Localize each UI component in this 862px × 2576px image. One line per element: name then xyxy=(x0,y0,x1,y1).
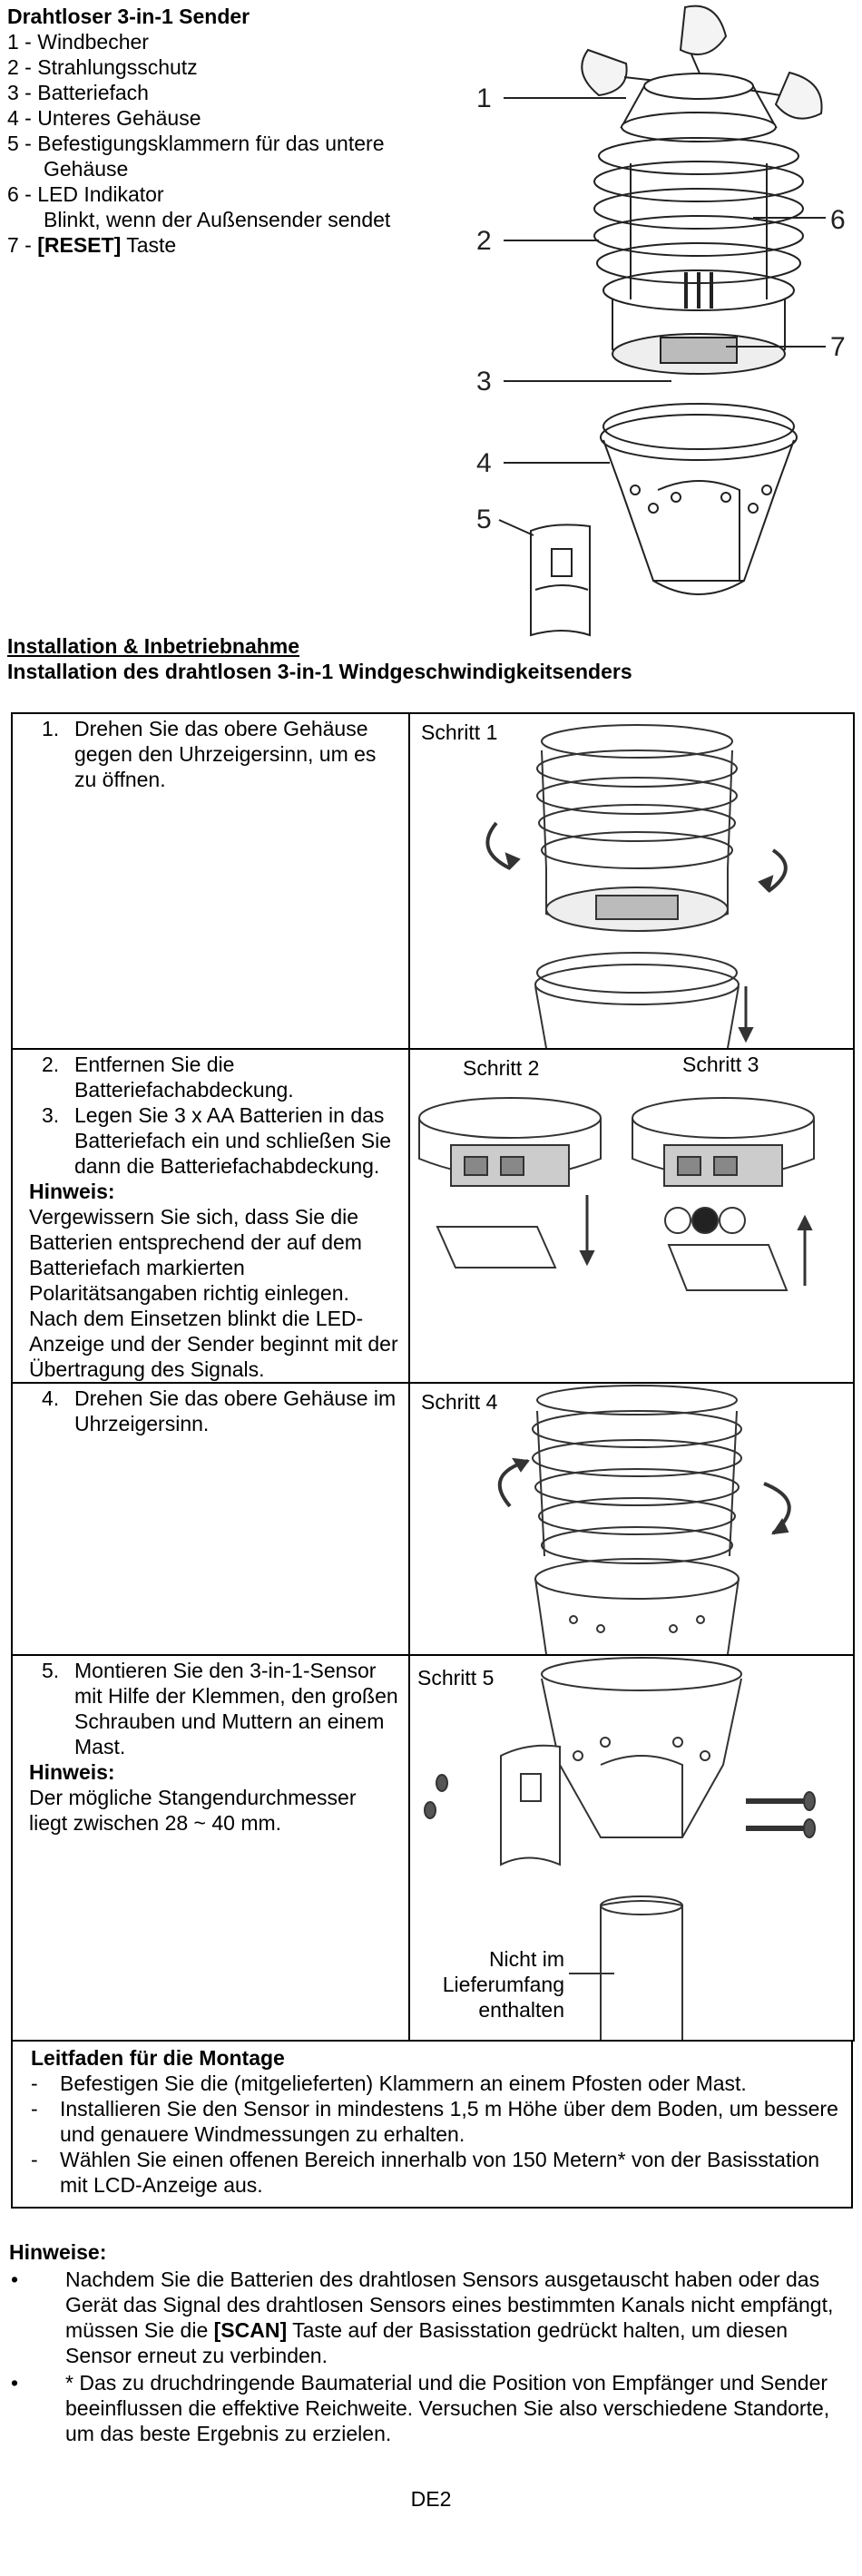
diagram-label-2: 2 xyxy=(476,226,492,256)
guide-item-2: -Installieren Sie den Sensor in mindeste… xyxy=(31,2097,838,2146)
page-number: DE2 xyxy=(410,2487,452,2511)
note-pole-diameter: Der mögliche Stangendurchmesser liegt zw… xyxy=(29,1786,357,1835)
section-title: Installation & Inbetriebnahme xyxy=(7,634,300,658)
reset-key-label: [RESET] xyxy=(37,233,122,257)
installation-steps-table: 1. Drehen Sie das obere Gehäuse gegen de… xyxy=(11,712,855,2042)
diagram-label-7: 7 xyxy=(830,332,846,362)
part-3: 3 - Batteriefach xyxy=(7,81,149,104)
step-1-label: Schritt 1 xyxy=(421,720,498,744)
note-battery-polarity: Vergewissern Sie sich, dass Sie die Batt… xyxy=(29,1205,398,1381)
assembly-guide: Leitfaden für die Montage -Befestigen Si… xyxy=(11,2042,853,2209)
diagram-label-4: 4 xyxy=(476,448,492,478)
step-row-4: 4. Drehen Sie das obere Gehäuse im Uhrze… xyxy=(11,1382,855,1656)
part-4: 4 - Unteres Gehäuse xyxy=(7,106,201,130)
step-3: 3. Legen Sie 3 x AA Batterien in das Bat… xyxy=(42,1103,392,1178)
section-subtitle: Installation des drahtlosen 3-in-1 Windg… xyxy=(7,660,632,683)
step-1-illustration xyxy=(485,724,788,1048)
part-7: 7 - [RESET] Taste xyxy=(7,233,177,257)
scan-key-label: [SCAN] xyxy=(213,2318,288,2342)
note-heading: Hinweis: xyxy=(29,1180,115,1203)
note-item-1: • Nachdem Sie die Batterien des drahtlos… xyxy=(11,2267,834,2367)
step-5: 5. Montieren Sie den 3-in-1-Sensor mit H… xyxy=(42,1659,398,1758)
diagram-label-1: 1 xyxy=(476,83,492,113)
part-6: 6 - LED Indikator xyxy=(7,182,164,206)
diagram-label-6: 6 xyxy=(830,205,846,235)
exploded-sensor-diagram: 1 2 3 4 5 6 7 xyxy=(476,5,846,637)
note-item-2: • * Das zu druchdringende Baumaterial un… xyxy=(11,2371,830,2445)
part-6-cont: Blinkt, wenn der Außensender sendet xyxy=(44,208,391,231)
parts-title: Drahtloser 3-in-1 Sender xyxy=(7,5,250,28)
diagram-label-3: 3 xyxy=(476,367,492,397)
parts-list: Drahtloser 3-in-1 Sender 1 - Windbecher … xyxy=(7,4,434,258)
step-2: 2. Entfernen Sie die Batteriefachabdecku… xyxy=(42,1053,294,1102)
step-5-illustration xyxy=(424,1657,816,2040)
part-2: 2 - Strahlungsschutz xyxy=(7,55,198,79)
step-4-label: Schritt 4 xyxy=(421,1390,498,1414)
guide-item-1: -Befestigen Sie die (mitgelieferten) Kla… xyxy=(31,2072,747,2095)
step-4-illustration xyxy=(497,1385,791,1654)
step-2-label: Schritt 2 xyxy=(463,1056,540,1080)
step-1: 1. Drehen Sie das obere Gehäuse gegen de… xyxy=(42,717,377,791)
step-5-label: Schritt 5 xyxy=(417,1666,495,1690)
diagram-label-5: 5 xyxy=(476,504,492,534)
step-row-5: 5. Montieren Sie den 3-in-1-Sensor mit H… xyxy=(11,1654,855,2042)
step-3-label: Schritt 3 xyxy=(682,1053,759,1076)
guide-item-3: -Wählen Sie einen offenen Bereich innerh… xyxy=(31,2148,820,2197)
step-4: 4. Drehen Sie das obere Gehäuse im Uhrze… xyxy=(42,1386,397,1435)
step-row-1: 1. Drehen Sie das obere Gehäuse gegen de… xyxy=(11,712,855,1050)
part-5-cont: Gehäuse xyxy=(44,157,129,181)
not-included-note: Nicht im Lieferumfang enthalten xyxy=(442,1947,564,2022)
notes-section: Hinweise: • Nachdem Sie die Batterien de… xyxy=(9,2239,844,2446)
guide-title: Leitfaden für die Montage xyxy=(31,2046,285,2070)
part-1: 1 - Windbecher xyxy=(7,30,149,54)
part-5: 5 - Befestigungsklammern für das untere xyxy=(7,132,385,155)
step-2-3-illustration xyxy=(418,1097,815,1291)
note-heading-5: Hinweis: xyxy=(29,1760,115,1784)
step-row-2-3: 2. Entfernen Sie die Batteriefachabdecku… xyxy=(11,1048,855,1384)
notes-title: Hinweise: xyxy=(9,2240,107,2264)
